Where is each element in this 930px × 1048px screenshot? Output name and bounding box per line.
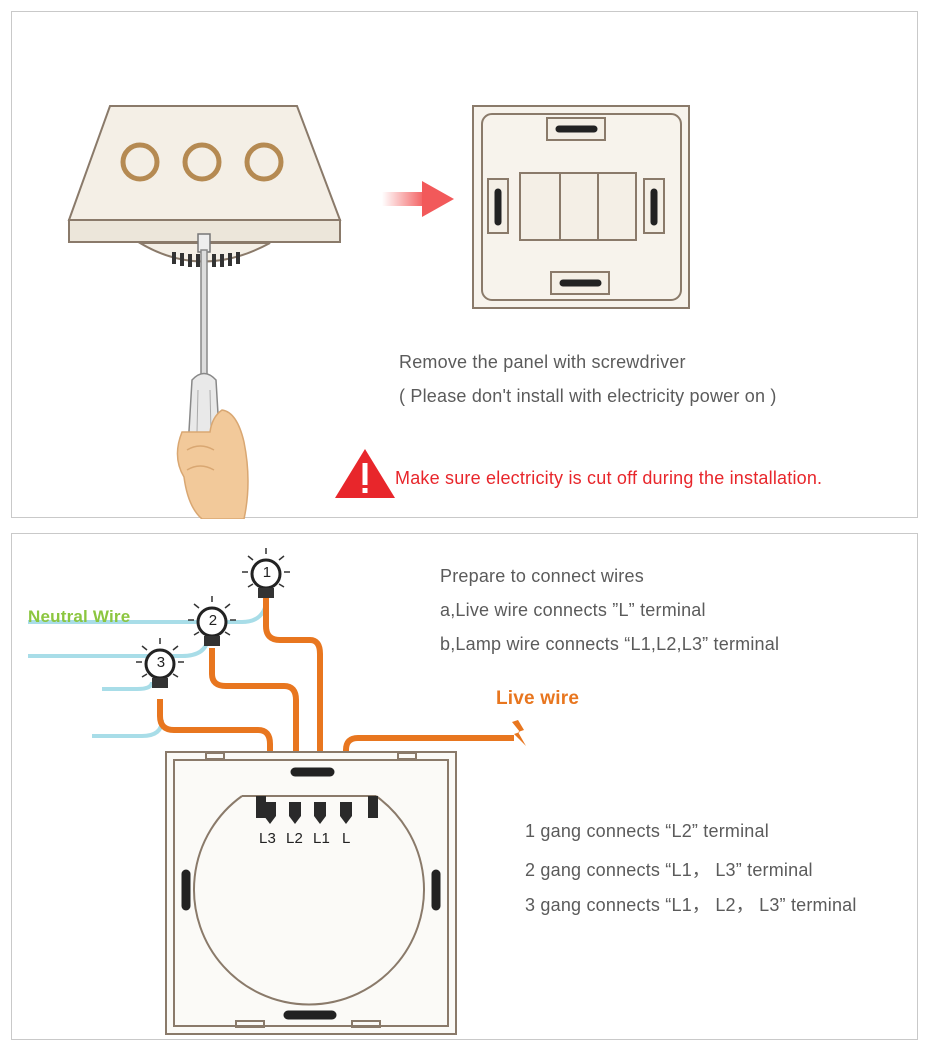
lamp-2-icon xyxy=(188,596,236,646)
mounting-slots xyxy=(494,125,658,287)
touch-switch-illustration xyxy=(67,105,342,263)
switch-back-housing xyxy=(165,751,457,1035)
lamp2-wire xyxy=(209,648,299,816)
right-arrow-icon xyxy=(382,181,454,217)
lamp3-wire xyxy=(157,699,273,816)
lamp-2-number: 2 xyxy=(208,612,218,629)
vent-slots xyxy=(172,252,240,267)
warning-triangle-icon xyxy=(335,449,395,498)
terminal-label-l: L xyxy=(342,830,351,847)
gang1-text: 1 gang connects “L2” terminal xyxy=(525,821,769,841)
hand-icon xyxy=(176,409,249,519)
touch-button-3 xyxy=(244,142,284,182)
lamp1-wire xyxy=(263,598,323,816)
neutral-wire-label: Neutral Wire xyxy=(28,607,131,626)
housing-slots xyxy=(181,767,441,1020)
lightning-bolt-icon xyxy=(512,720,526,746)
lamp-1-number: 1 xyxy=(262,564,272,581)
terminal-label-l1: L1 xyxy=(313,830,331,847)
live-wires xyxy=(157,598,514,816)
terminal-label-l2: L2 xyxy=(286,830,304,847)
lamp-1-icon xyxy=(242,548,290,598)
step1-note: ( Please don't install with electricity … xyxy=(399,386,777,406)
terminal-label-l3: L3 xyxy=(259,830,277,847)
step1-illustration xyxy=(67,105,690,519)
step2-line3: b,Lamp wire connects “L1,L2,L3” terminal xyxy=(440,634,780,654)
lamp-3-number: 3 xyxy=(156,654,166,671)
lamp-3-icon xyxy=(136,638,184,688)
live-feed-wire xyxy=(343,735,514,816)
live-wire-label: Live wire xyxy=(496,688,580,709)
gang2-text: 2 gang connects “L1， L3” terminal xyxy=(525,860,813,880)
step2-line1: Prepare to connect wires xyxy=(440,566,644,586)
step1-instruction: Remove the panel with screwdriver xyxy=(399,352,686,372)
touch-button-1 xyxy=(120,142,160,182)
step2-line2: a,Live wire connects ”L” terminal xyxy=(440,600,706,620)
wiring-diagram xyxy=(28,548,526,1035)
step1-panel: Remove the panel with screwdriver ( Plea… xyxy=(11,11,918,519)
terminal-block xyxy=(256,796,378,824)
step1-warning: Make sure electricity is cut off during … xyxy=(395,468,823,488)
gang3-text: 3 gang connects “L1， L2， L3” terminal xyxy=(525,895,857,915)
touch-button-2 xyxy=(182,142,222,182)
step2-panel: Neutral Wire Live wire 1 2 3 L3 L2 L1 L … xyxy=(11,533,918,1040)
